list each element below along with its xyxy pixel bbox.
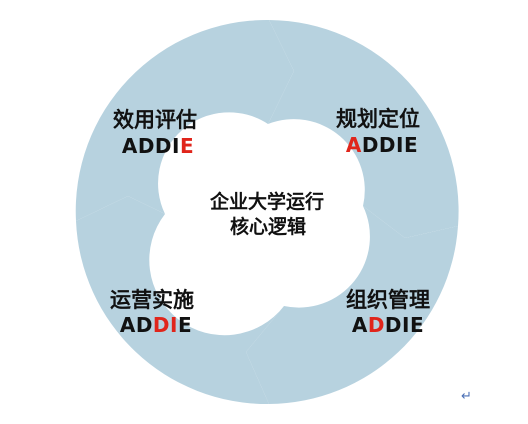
- code-letter: D: [385, 313, 402, 337]
- code-letter: I: [402, 313, 410, 337]
- code-letter: D: [368, 313, 385, 337]
- segment-planning-shape: [268, 20, 459, 238]
- code-letter: E: [404, 133, 418, 157]
- paragraph-return-icon: ↵: [461, 389, 472, 404]
- segment-implementing-title: 运营实施: [110, 288, 194, 312]
- code-letter: I: [172, 134, 180, 158]
- segment-evaluating-code: ADDIE: [122, 134, 194, 158]
- segment-organizing-code: ADDIE: [352, 313, 424, 337]
- segment-organizing-shape: [246, 206, 458, 404]
- code-letter: D: [362, 133, 379, 157]
- segment-planning-code: ADDIE: [346, 133, 418, 157]
- code-letter: I: [170, 313, 178, 337]
- segment-organizing-title: 组织管理: [346, 288, 430, 312]
- code-letter: I: [396, 133, 404, 157]
- segment-evaluating-shape: [75, 19, 294, 222]
- segment-planning-title: 规划定位: [336, 107, 420, 131]
- segment-implementing-code: ADDIE: [120, 313, 192, 337]
- code-letter: A: [120, 313, 136, 337]
- segment-evaluating-title: 效用评估: [113, 108, 197, 132]
- code-letter: A: [122, 134, 138, 158]
- center-title-line2: 核心逻辑: [230, 215, 306, 238]
- code-letter: D: [379, 133, 396, 157]
- code-letter: A: [346, 133, 362, 157]
- center-title-line1: 企业大学运行: [209, 190, 324, 213]
- code-letter: E: [180, 134, 194, 158]
- code-letter: D: [138, 134, 155, 158]
- code-letter: A: [352, 313, 368, 337]
- code-letter: E: [178, 313, 192, 337]
- segment-implementing-shape: [76, 196, 284, 405]
- code-letter: D: [153, 313, 170, 337]
- code-letter: D: [155, 134, 172, 158]
- code-letter: D: [136, 313, 153, 337]
- code-letter: E: [410, 313, 424, 337]
